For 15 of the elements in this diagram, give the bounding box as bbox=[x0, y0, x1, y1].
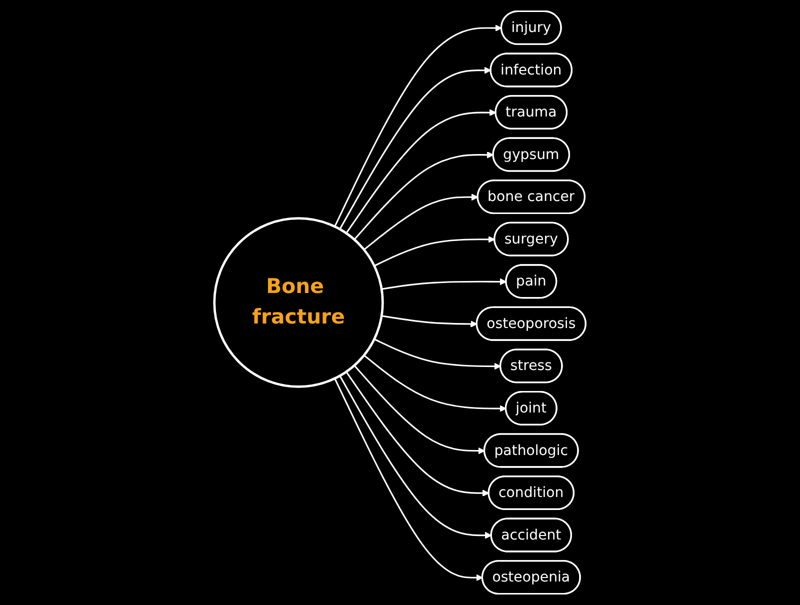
arrow bbox=[382, 315, 478, 328]
arrow bbox=[364, 354, 506, 412]
arrow bbox=[364, 194, 478, 250]
arrow bbox=[339, 375, 492, 539]
arrow bbox=[346, 371, 490, 497]
arrow bbox=[346, 109, 496, 234]
arrow bbox=[382, 278, 507, 290]
arrow bbox=[374, 338, 501, 370]
arrow bbox=[339, 66, 492, 230]
arrow bbox=[354, 364, 485, 454]
arrow bbox=[354, 151, 494, 240]
arrow bbox=[334, 24, 502, 227]
node-circle: Bone fracture bbox=[213, 217, 384, 388]
arrow bbox=[334, 378, 483, 582]
arrow bbox=[374, 236, 496, 267]
